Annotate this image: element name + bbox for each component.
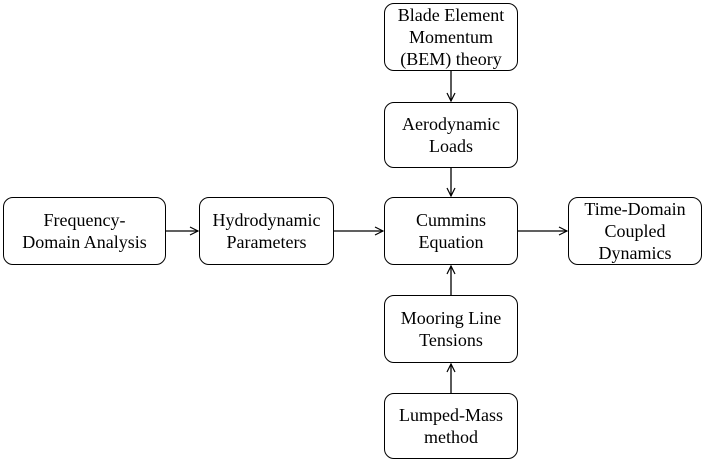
- node-lumped-mass-method-label: Lumped-Mass method: [399, 405, 503, 447]
- node-bem-theory-label: Blade Element Momentum (BEM) theory: [397, 5, 505, 69]
- node-mooring-line-tensions-label: Mooring Line Tensions: [400, 308, 502, 350]
- node-time-domain-coupled-dynamics-label: Time-Domain Coupled Dynamics: [584, 199, 686, 263]
- node-frequency-domain-analysis-label: Frequency- Domain Analysis: [22, 210, 147, 252]
- node-cummins-equation: Cummins Equation: [384, 197, 518, 265]
- node-mooring-line-tensions: Mooring Line Tensions: [384, 295, 518, 363]
- node-aerodynamic-loads-label: Aerodynamic Loads: [402, 114, 500, 156]
- node-time-domain-coupled-dynamics: Time-Domain Coupled Dynamics: [568, 197, 702, 265]
- node-hydrodynamic-parameters-label: Hydrodynamic Parameters: [212, 210, 321, 252]
- node-frequency-domain-analysis: Frequency- Domain Analysis: [3, 197, 166, 265]
- node-lumped-mass-method: Lumped-Mass method: [384, 393, 518, 459]
- node-bem-theory: Blade Element Momentum (BEM) theory: [384, 3, 518, 71]
- node-aerodynamic-loads: Aerodynamic Loads: [384, 102, 518, 168]
- node-cummins-equation-label: Cummins Equation: [415, 210, 486, 252]
- node-hydrodynamic-parameters: Hydrodynamic Parameters: [199, 197, 334, 265]
